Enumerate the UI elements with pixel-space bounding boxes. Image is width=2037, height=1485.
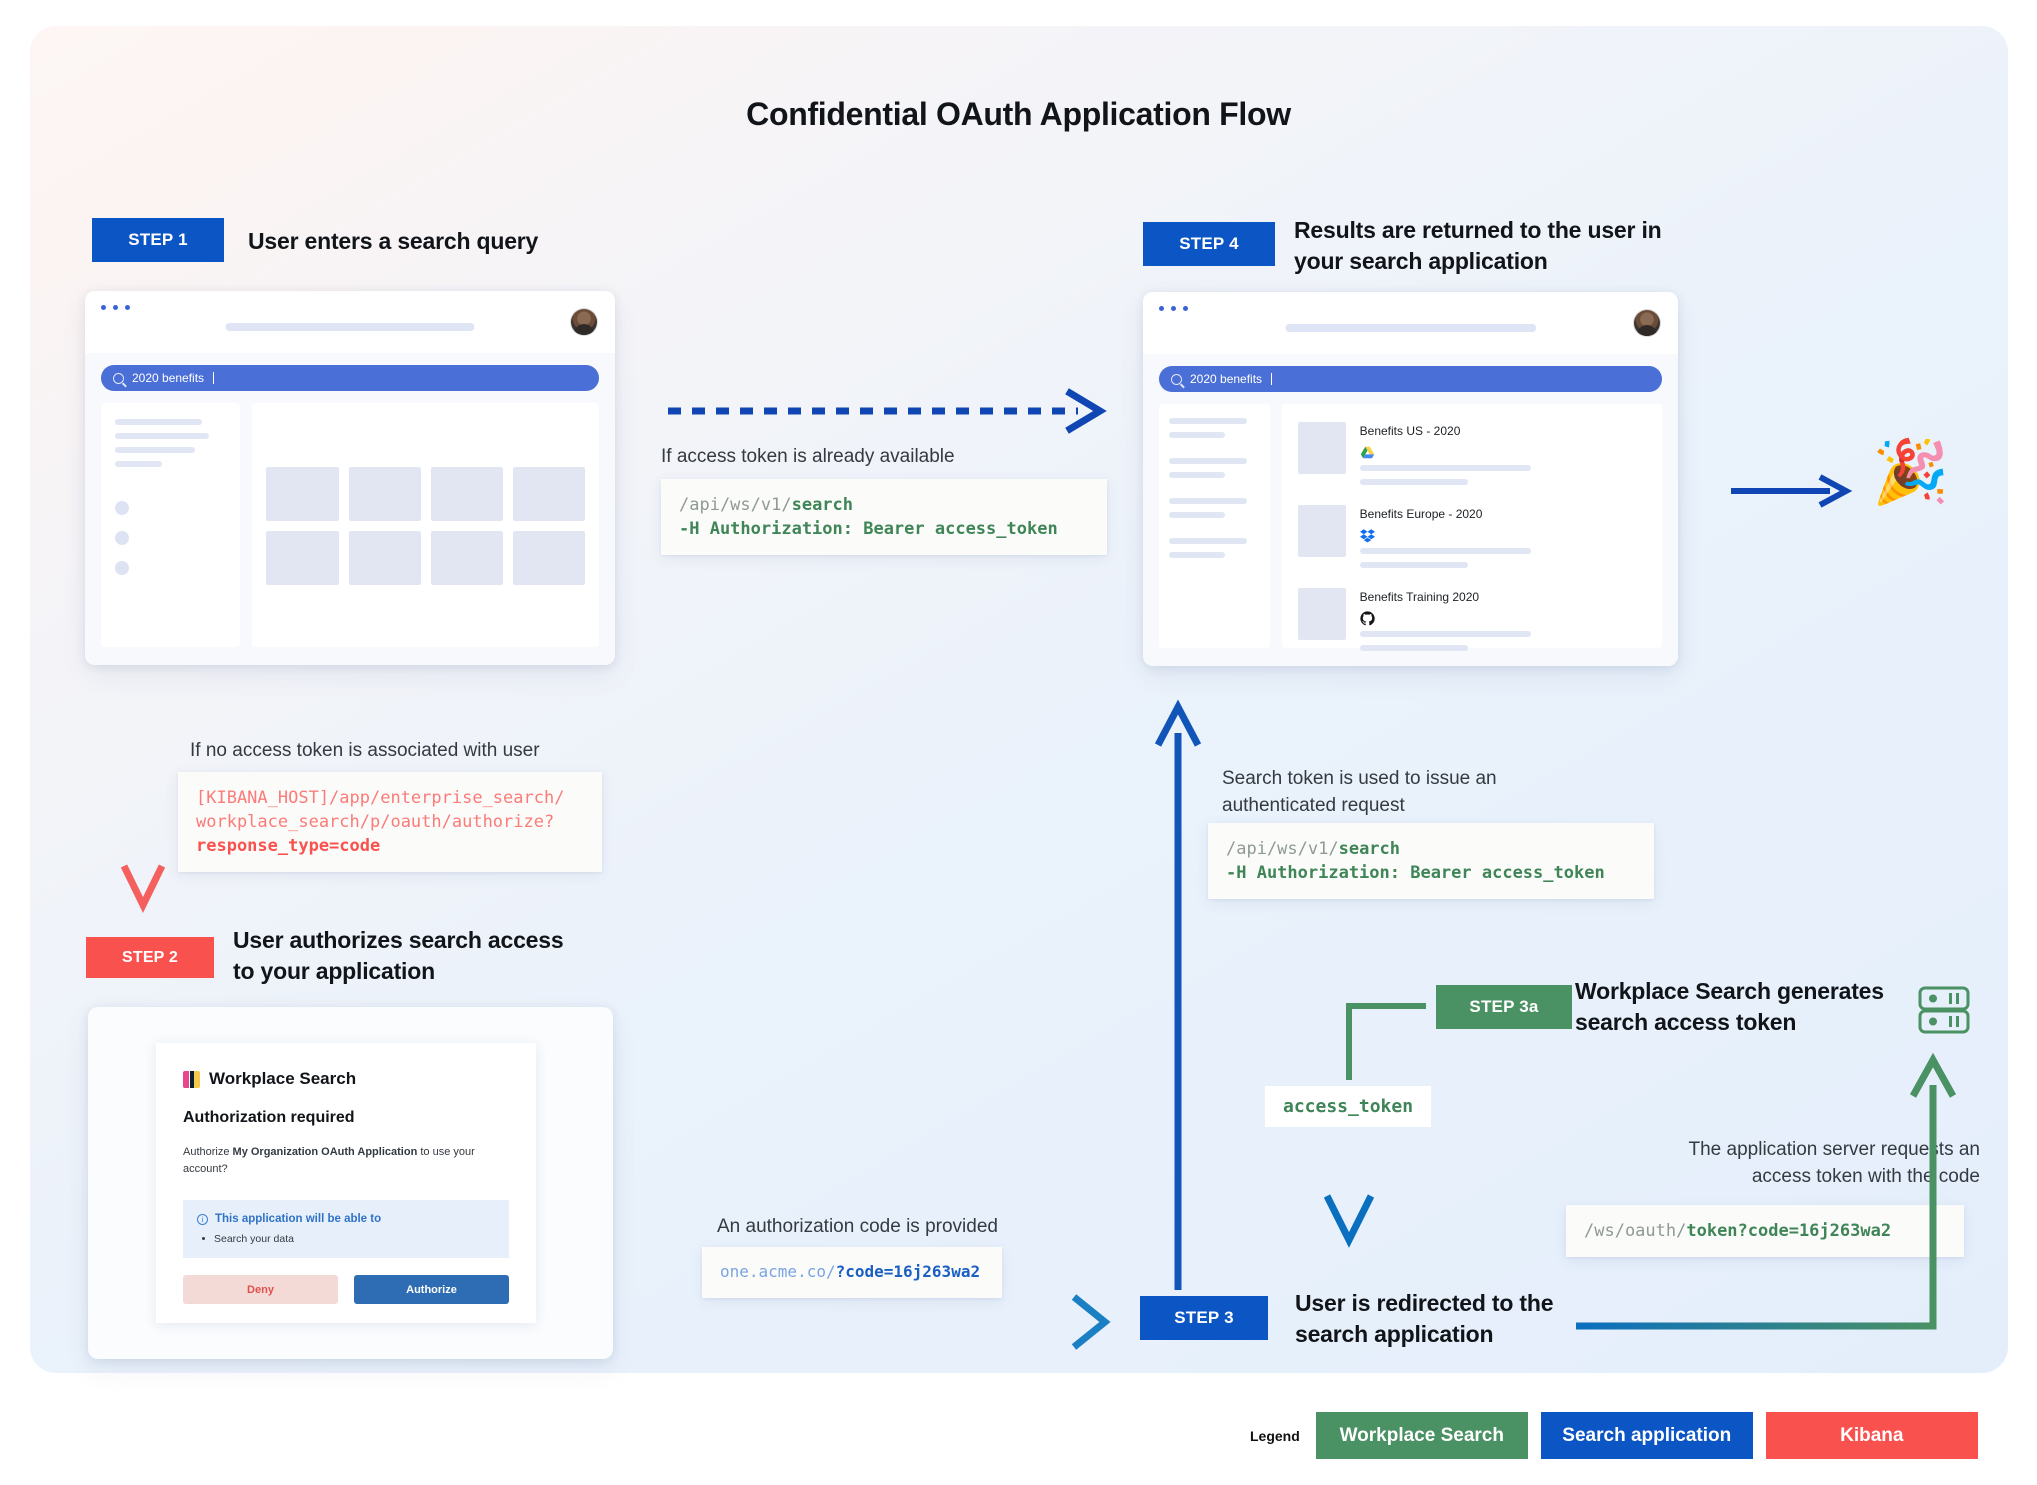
browser-chrome bbox=[85, 291, 615, 353]
browser-chrome-2 bbox=[1143, 292, 1678, 354]
step-3-chip: STEP 3 bbox=[1140, 1296, 1268, 1340]
dropbox-icon bbox=[1359, 528, 1375, 543]
code-redirect: one.acme.co/?code=16j263wa2 bbox=[702, 1247, 1002, 1298]
authorize-button[interactable]: Authorize bbox=[354, 1275, 509, 1305]
result-item[interactable]: Benefits US - 2020 bbox=[1297, 422, 1646, 485]
browser-body: 2020 benefits bbox=[85, 353, 615, 665]
step-4-title: Results are returned to the user in your… bbox=[1294, 217, 1662, 275]
auth-callout-title: This application will be able to bbox=[215, 1213, 382, 1226]
note-auth-code: An authorization code is provided bbox=[717, 1216, 998, 1237]
auth-callout-item: Search your data bbox=[214, 1233, 294, 1246]
step-1-title: User enters a search query bbox=[248, 228, 539, 254]
avatar-2 bbox=[1634, 310, 1660, 336]
code-kibana-line3: response_type=code bbox=[196, 836, 381, 857]
code-endpoint-2: search bbox=[1338, 839, 1401, 859]
legend-item-search-application: Search application bbox=[1540, 1412, 1753, 1459]
celebration-icon: 🎉 bbox=[1872, 438, 1950, 507]
browser-body-2: 2020 benefits Benef bbox=[1143, 354, 1678, 666]
step-3a-title: Workplace Search generates search access… bbox=[1575, 978, 1884, 1036]
code-endpoint: search bbox=[791, 495, 854, 515]
code-auth-header: -H Authorization: Bearer access_token bbox=[679, 519, 1058, 540]
search-query-text-2: 2020 benefits bbox=[1190, 372, 1263, 386]
auth-dialog-brand: Workplace Search bbox=[209, 1069, 357, 1088]
code-auth-header-2: -H Authorization: Bearer access_token bbox=[1226, 863, 1605, 884]
result-thumbnail bbox=[1297, 422, 1346, 474]
facets-panel-2 bbox=[1159, 404, 1270, 648]
code-token-path: /ws/oauth/ bbox=[1584, 1221, 1687, 1241]
result-item[interactable]: Benefits Europe - 2020 bbox=[1297, 505, 1646, 568]
search-app-browser-step4: 2020 benefits Benef bbox=[1143, 292, 1678, 666]
legend-item-kibana: Kibana bbox=[1765, 1412, 1978, 1459]
result-item[interactable]: Benefits Training 2020 bbox=[1297, 588, 1646, 651]
result-title: Benefits US - 2020 bbox=[1359, 424, 1461, 438]
window-dots-icon-2 bbox=[1159, 306, 1188, 311]
step-4-chip: STEP 4 bbox=[1143, 222, 1275, 266]
note-token-available: If access token is already available bbox=[661, 446, 955, 467]
step-1-chip: STEP 1 bbox=[92, 218, 224, 262]
result-thumbnail bbox=[1297, 505, 1346, 557]
url-bar-placeholder-2 bbox=[1284, 324, 1537, 332]
step-3-title: User is redirected to the search applica… bbox=[1295, 1290, 1554, 1348]
search-icon-2 bbox=[1171, 373, 1182, 385]
search-app-browser-step1: 2020 benefits bbox=[85, 291, 615, 665]
result-title: Benefits Europe - 2020 bbox=[1359, 507, 1483, 521]
info-icon: i bbox=[197, 1213, 208, 1225]
code-search-request-bottom: /api/ws/v1/search -H Authorization: Bear… bbox=[1208, 823, 1654, 900]
search-icon bbox=[113, 372, 124, 384]
code-kibana-authorize: [KIBANA_HOST]/app/enterprise_search/ wor… bbox=[178, 772, 602, 873]
code-redirect-host: one.acme.co/ bbox=[720, 1262, 836, 1281]
code-token-exchange: /ws/oauth/token?code=16j263wa2 bbox=[1566, 1205, 1964, 1258]
page-title: Confidential OAuth Application Flow bbox=[746, 96, 1291, 132]
url-bar-placeholder bbox=[225, 323, 475, 331]
results-panel bbox=[252, 403, 599, 647]
search-input-2[interactable]: 2020 benefits bbox=[1159, 366, 1662, 392]
authorization-browser: Workplace Search Authorization required … bbox=[88, 1007, 613, 1359]
code-redirect-query: ?code=16j263wa2 bbox=[835, 1262, 981, 1281]
github-icon bbox=[1360, 611, 1375, 626]
legend-label: Legend bbox=[1250, 1427, 1300, 1444]
workplace-search-logo-icon bbox=[183, 1070, 200, 1088]
auth-body-post: to use your account? bbox=[183, 1146, 475, 1176]
result-title: Benefits Training 2020 bbox=[1359, 590, 1480, 604]
step-2-title: User authorizes search access to your ap… bbox=[233, 927, 564, 985]
legend: Legend Workplace Search Search applicati… bbox=[1250, 1412, 1978, 1459]
result-thumbnail bbox=[1297, 588, 1346, 640]
note-no-token: If no access token is associated with us… bbox=[190, 740, 540, 761]
step-3a-chip: STEP 3a bbox=[1436, 985, 1572, 1029]
code-kibana-line2: workplace_search/p/oauth/authorize? bbox=[196, 812, 555, 833]
facets-panel bbox=[101, 403, 241, 647]
code-search-request-top: /api/ws/v1/search -H Authorization: Bear… bbox=[661, 479, 1107, 556]
code-kibana-line1: [KIBANA_HOST]/app/enterprise_search/ bbox=[196, 788, 565, 808]
google-drive-icon bbox=[1360, 445, 1375, 460]
window-dots-icon bbox=[101, 305, 130, 310]
search-input[interactable]: 2020 benefits bbox=[101, 365, 599, 391]
avatar bbox=[571, 309, 597, 335]
code-token-query: token?code=16j263wa2 bbox=[1686, 1221, 1892, 1241]
access-token-pill: access_token bbox=[1265, 1086, 1432, 1127]
legend-item-workplace-search: Workplace Search bbox=[1315, 1412, 1528, 1459]
code-path-2: /api/ws/v1/ bbox=[1226, 839, 1339, 859]
auth-dialog-heading: Authorization required bbox=[183, 1109, 355, 1126]
step-2-chip: STEP 2 bbox=[86, 937, 214, 978]
server-rack-icon bbox=[1918, 984, 1970, 1036]
code-path: /api/ws/v1/ bbox=[679, 495, 792, 515]
auth-body-pre: Authorize bbox=[183, 1146, 233, 1158]
note-search-token: Search token is used to issue an authent… bbox=[1222, 768, 1497, 816]
deny-button[interactable]: Deny bbox=[183, 1275, 338, 1305]
results-list: Benefits US - 2020 bbox=[1281, 404, 1662, 651]
note-server-requests: The application server requests an acces… bbox=[1688, 1139, 1981, 1187]
search-query-text: 2020 benefits bbox=[132, 371, 205, 385]
auth-body-app-name: My Organization OAuth Application bbox=[232, 1146, 418, 1158]
